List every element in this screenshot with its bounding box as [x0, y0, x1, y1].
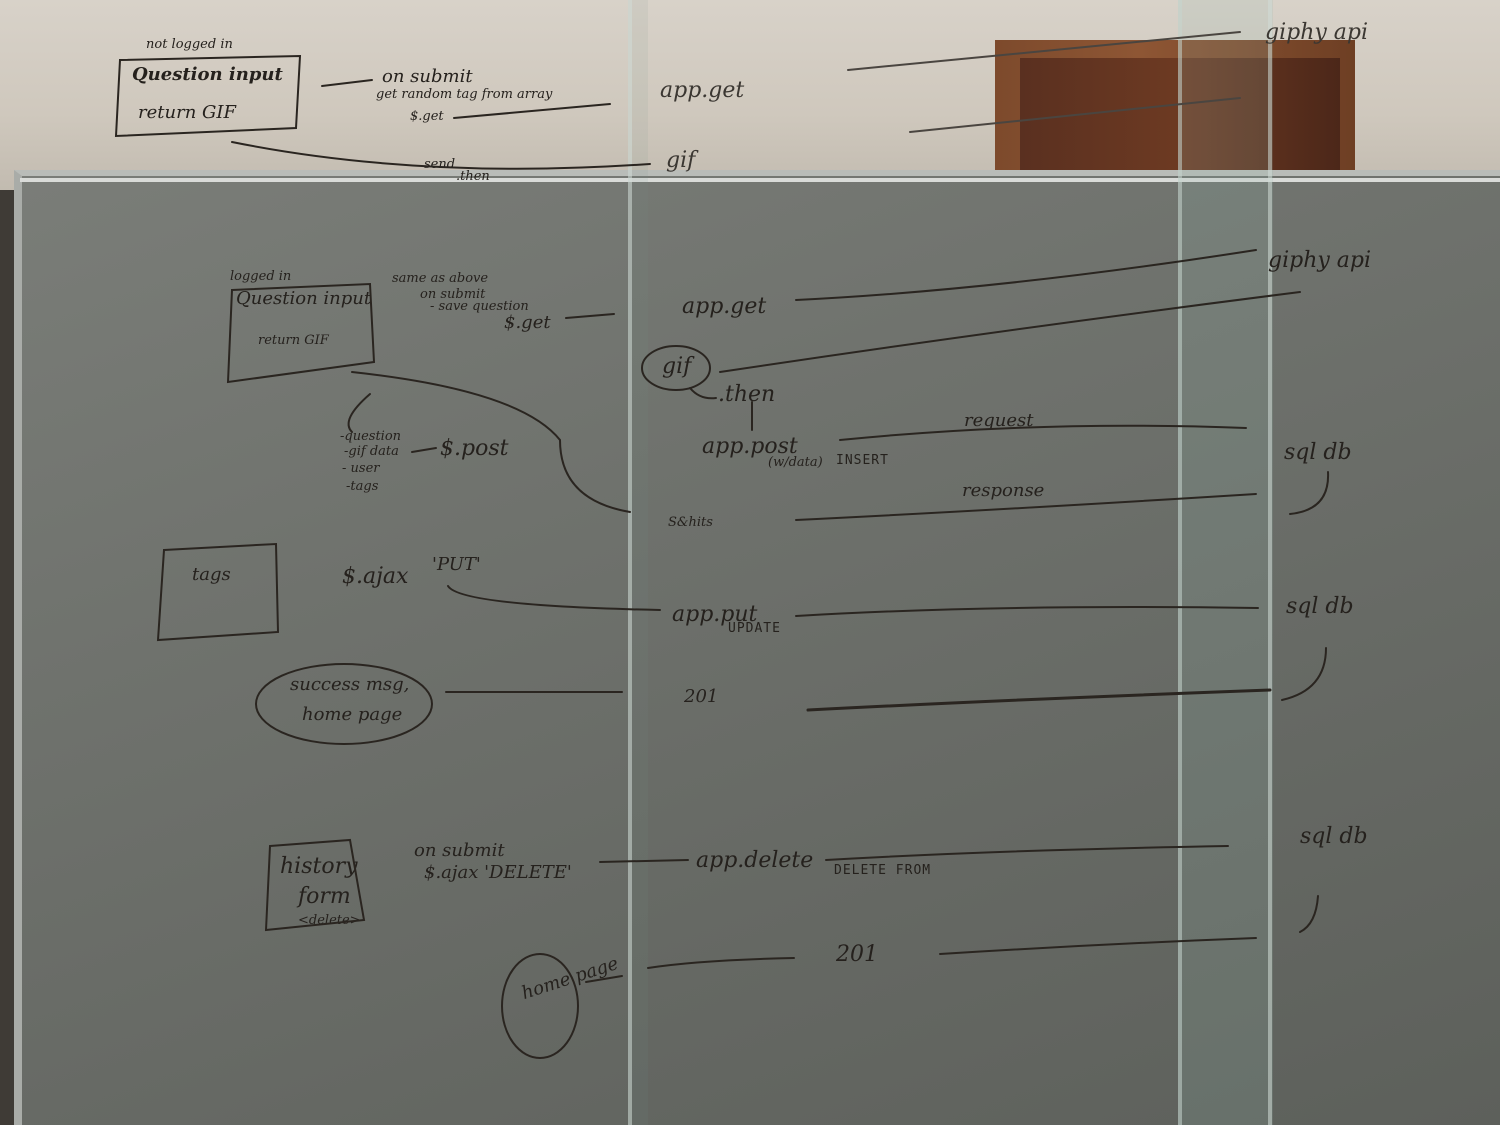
dollar-post-label: $.post — [440, 436, 509, 461]
logged-in-label: logged in — [230, 269, 292, 284]
post-list-gif-data: -gif data — [344, 444, 399, 459]
history-label: history — [280, 854, 358, 879]
with-data-label: (w/data) — [768, 455, 823, 470]
on-submit-label-wall: on submit — [382, 66, 473, 87]
post-list-tags: -tags — [346, 479, 379, 494]
status-label: S&hits — [668, 515, 713, 530]
response-label: response — [962, 480, 1045, 501]
code-201-label-a: 201 — [684, 686, 719, 707]
gif-label: gif — [662, 354, 692, 379]
dollar-get-label: $.get — [504, 312, 551, 333]
form-label: form — [298, 884, 351, 909]
get-label-wall: $.get — [410, 109, 444, 124]
then-label: .then — [718, 382, 776, 407]
question-input-label-wall: Question input — [132, 64, 283, 85]
app-post-label: app.post — [702, 434, 798, 459]
update-label: UPDATE — [728, 621, 781, 636]
sql-db-label-3: sql db — [1300, 824, 1368, 849]
home-page-label: home page — [302, 704, 403, 725]
tags-label: tags — [192, 564, 231, 585]
glass-edge-1 — [628, 0, 632, 1125]
return-gif-label: return GIF — [258, 333, 329, 348]
delete-from-label: DELETE FROM — [834, 863, 932, 878]
app-get-label: app.get — [682, 294, 767, 319]
giphy-api-label: giphy api — [1268, 248, 1372, 273]
whiteboard-top-rail — [20, 178, 1500, 182]
glass-pane-seam — [628, 0, 648, 1125]
glass-edge-2 — [1178, 0, 1182, 1125]
code-201-label-b: 201 — [836, 942, 878, 967]
gif-label-wall: gif — [666, 148, 696, 173]
return-gif-label-wall: return GIF — [138, 102, 236, 123]
send-label-wall: send — [424, 157, 456, 172]
then-label-wall: .then — [456, 169, 490, 184]
same-as-above-label: same as above — [392, 271, 489, 286]
question-input-label: Question input — [236, 288, 372, 309]
insert-label: INSERT — [836, 453, 889, 468]
random-tag-label: get random tag from array — [376, 87, 553, 102]
on-submit-label-2: on submit — [414, 840, 505, 861]
ajax-put-label: $.ajax — [342, 564, 409, 589]
sql-db-label-2: sql db — [1286, 594, 1354, 619]
request-label: request — [964, 410, 1034, 431]
save-question-label: - save question — [430, 299, 529, 314]
glass-edge-3 — [1268, 0, 1272, 1125]
not-logged-in-label: not logged in — [146, 37, 233, 52]
glass-pane-right — [1178, 0, 1273, 1125]
app-put-label: app.put — [672, 602, 758, 627]
giphy-api-label-wall: giphy api — [1265, 20, 1369, 45]
delete-tag-label: <delete> — [298, 913, 361, 928]
success-msg-label: success msg, — [290, 674, 410, 695]
post-list-question: -question — [340, 429, 402, 444]
sql-db-label-1: sql db — [1284, 440, 1352, 465]
on-submit-label: on submit — [420, 287, 486, 302]
post-list-user: - user — [342, 461, 380, 476]
put-label: 'PUT' — [432, 554, 481, 575]
ajax-delete-label: $.ajax 'DELETE' — [424, 862, 572, 883]
app-get-label-wall: app.get — [660, 78, 745, 103]
app-delete-label: app.delete — [696, 848, 814, 873]
